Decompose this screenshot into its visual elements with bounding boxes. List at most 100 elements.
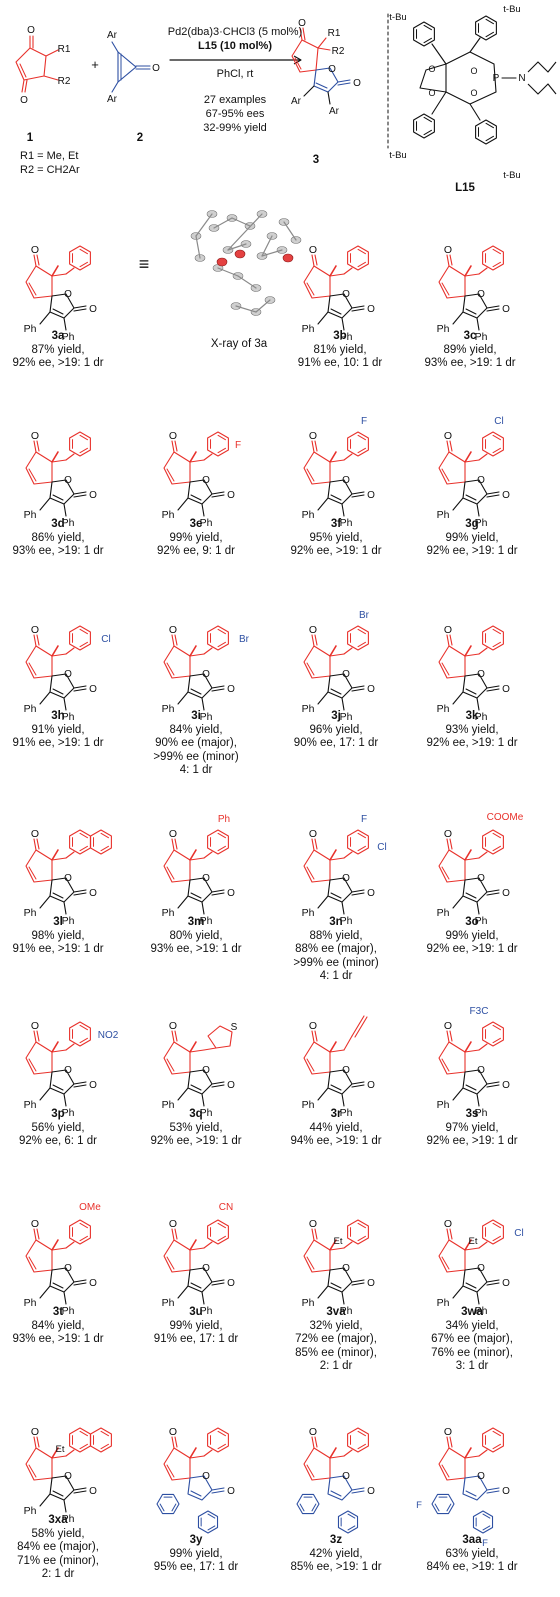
reactant-2-label: 2 bbox=[136, 132, 144, 144]
svg-text:Et: Et bbox=[334, 1236, 343, 1247]
svg-text:O: O bbox=[31, 430, 39, 442]
compound-id: 3n bbox=[329, 916, 343, 928]
svg-text:Ar: Ar bbox=[329, 106, 340, 117]
svg-text:O: O bbox=[31, 244, 39, 256]
svg-text:Ph: Ph bbox=[437, 907, 450, 919]
svg-text:O: O bbox=[328, 64, 336, 75]
svg-text:O: O bbox=[309, 430, 317, 442]
svg-text:O: O bbox=[152, 63, 160, 74]
svg-text:Ph: Ph bbox=[475, 1107, 488, 1119]
svg-text:O: O bbox=[367, 490, 375, 501]
svg-text:O: O bbox=[202, 1065, 210, 1076]
compound-id: 3d bbox=[51, 518, 65, 530]
svg-text:O: O bbox=[309, 828, 317, 840]
svg-text:CN: CN bbox=[219, 1202, 233, 1213]
svg-text:O: O bbox=[367, 1486, 375, 1497]
result-line: 2: 1 dr bbox=[319, 1360, 353, 1372]
svg-text:Ph: Ph bbox=[437, 1297, 450, 1309]
yield-range: 32-99% yield bbox=[203, 122, 267, 134]
compound-id: 3s bbox=[465, 1108, 479, 1120]
svg-text:Ph: Ph bbox=[475, 915, 488, 927]
svg-text:Et: Et bbox=[469, 1236, 478, 1247]
compound-id: 3r bbox=[330, 1108, 342, 1120]
svg-text:O: O bbox=[342, 1471, 350, 1482]
svg-text:O: O bbox=[64, 873, 72, 884]
svg-text:O: O bbox=[89, 1486, 97, 1497]
result-line: 4: 1 dr bbox=[179, 764, 213, 776]
compound-id: 3b bbox=[333, 330, 347, 342]
compound-id: 3i bbox=[191, 710, 201, 722]
svg-text:O: O bbox=[477, 289, 485, 300]
svg-text:O: O bbox=[444, 828, 452, 840]
reactant-1-label: 1 bbox=[26, 132, 34, 144]
result-line: 84% ee, >19: 1 dr bbox=[426, 1561, 518, 1573]
compound-id: 3m bbox=[187, 916, 205, 928]
compound-id: 3j bbox=[331, 710, 341, 722]
result-line: 2: 1 dr bbox=[41, 1568, 75, 1580]
svg-text:R2: R2 bbox=[58, 76, 71, 87]
svg-text:Ph: Ph bbox=[437, 509, 450, 521]
compound-id: 3h bbox=[51, 710, 65, 722]
result-line: 93% ee, >19: 1 dr bbox=[12, 545, 104, 557]
svg-text:O: O bbox=[169, 1020, 177, 1032]
result-line: 93% ee, >19: 1 dr bbox=[150, 943, 242, 955]
svg-text:O: O bbox=[502, 888, 510, 899]
reaction-arrow bbox=[169, 55, 302, 65]
result-line: 86% yield, bbox=[31, 531, 85, 544]
compound-id: 3xa bbox=[48, 1514, 68, 1526]
catalyst-condition: Pd2(dba)3·CHCl3 (5 mol%) bbox=[167, 26, 303, 38]
svg-text:O: O bbox=[502, 1080, 510, 1091]
svg-text:O: O bbox=[477, 873, 485, 884]
svg-text:Cl: Cl bbox=[494, 416, 503, 427]
svg-text:Ph: Ph bbox=[24, 323, 37, 335]
solvent-condition: PhCl, rt bbox=[216, 68, 254, 80]
compound-id: 3f bbox=[330, 518, 342, 530]
svg-text:Ph: Ph bbox=[340, 331, 353, 343]
svg-text:O: O bbox=[342, 669, 350, 680]
result-line: 94% ee, >19: 1 dr bbox=[290, 1135, 382, 1147]
svg-text:O: O bbox=[89, 1080, 97, 1091]
result-line: 90% ee (major), bbox=[155, 737, 237, 749]
svg-text:O: O bbox=[502, 1486, 510, 1497]
result-line: 91% ee, 10: 1 dr bbox=[297, 357, 383, 369]
svg-text:O: O bbox=[64, 669, 72, 680]
svg-text:O: O bbox=[342, 475, 350, 486]
svg-text:Ph: Ph bbox=[24, 509, 37, 521]
svg-text:O: O bbox=[89, 1278, 97, 1289]
result-line: 71% ee (minor), bbox=[17, 1554, 99, 1567]
svg-text:Et: Et bbox=[56, 1444, 65, 1455]
svg-text:F: F bbox=[235, 440, 241, 451]
ee-range: 67-95% ees bbox=[205, 108, 265, 120]
result-line: 32% yield, bbox=[309, 1319, 363, 1332]
compound-id: 3aa bbox=[462, 1534, 482, 1546]
svg-text:O: O bbox=[502, 304, 510, 315]
svg-text:R1: R1 bbox=[328, 28, 341, 39]
result-line: 92% ee, >19: 1 dr bbox=[426, 545, 518, 557]
svg-text:O: O bbox=[444, 430, 452, 442]
svg-text:COOMe: COOMe bbox=[487, 812, 524, 823]
svg-text:Ph: Ph bbox=[437, 323, 450, 335]
result-line: 88% yield, bbox=[309, 929, 363, 942]
compound-id: 3g bbox=[465, 518, 479, 530]
svg-text:O: O bbox=[309, 624, 317, 636]
xray-caption: X-ray of 3a bbox=[210, 338, 268, 350]
svg-text:O: O bbox=[367, 1278, 375, 1289]
svg-text:R1: R1 bbox=[58, 44, 71, 55]
